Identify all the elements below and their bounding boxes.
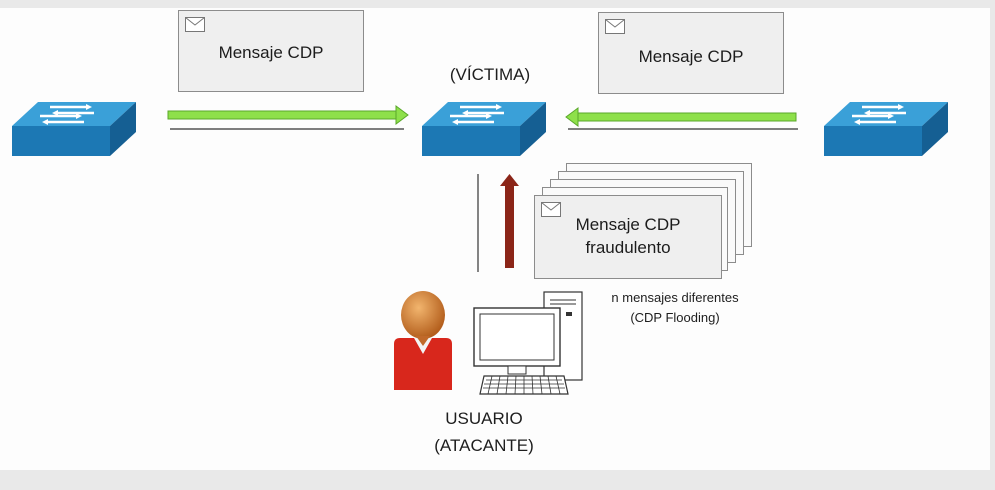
fraud-message-box: Mensaje CDP fraudulento — [534, 195, 722, 279]
victim-label: (VÍCTIMA) — [449, 65, 531, 84]
flood-note-line2: (CDP Flooding) — [630, 310, 720, 325]
network-switch-icon — [12, 102, 136, 156]
message-label-left: Mensaje CDP — [218, 43, 324, 62]
fraud-message-line2: fraudulento — [585, 238, 671, 257]
flood-note-line1: n mensajes diferentes — [611, 290, 739, 305]
attacker-label-line2: (ATACANTE) — [434, 436, 534, 455]
message-box-left: Mensaje CDP — [178, 10, 364, 92]
arrow-up-red — [500, 174, 519, 268]
message-box-right: Mensaje CDP — [598, 12, 784, 94]
arrow-left-green — [565, 107, 797, 127]
link-left — [167, 105, 798, 272]
envelope-icon — [605, 19, 625, 34]
user-icon — [394, 291, 452, 390]
envelope-icon — [541, 202, 561, 217]
envelope-icon — [185, 17, 205, 32]
network-switch-icon — [422, 102, 546, 156]
fraud-message-line1: Mensaje CDP — [575, 215, 681, 234]
diagram-canvas: Mensaje CDP Mensaje CDP (VÍCTIMA) — [0, 8, 990, 470]
network-switch-icon — [824, 102, 948, 156]
attacker-label-line1: USUARIO — [445, 409, 523, 428]
arrow-right-green — [167, 105, 409, 125]
computer-icon — [473, 291, 583, 395]
message-label-right: Mensaje CDP — [638, 47, 744, 66]
